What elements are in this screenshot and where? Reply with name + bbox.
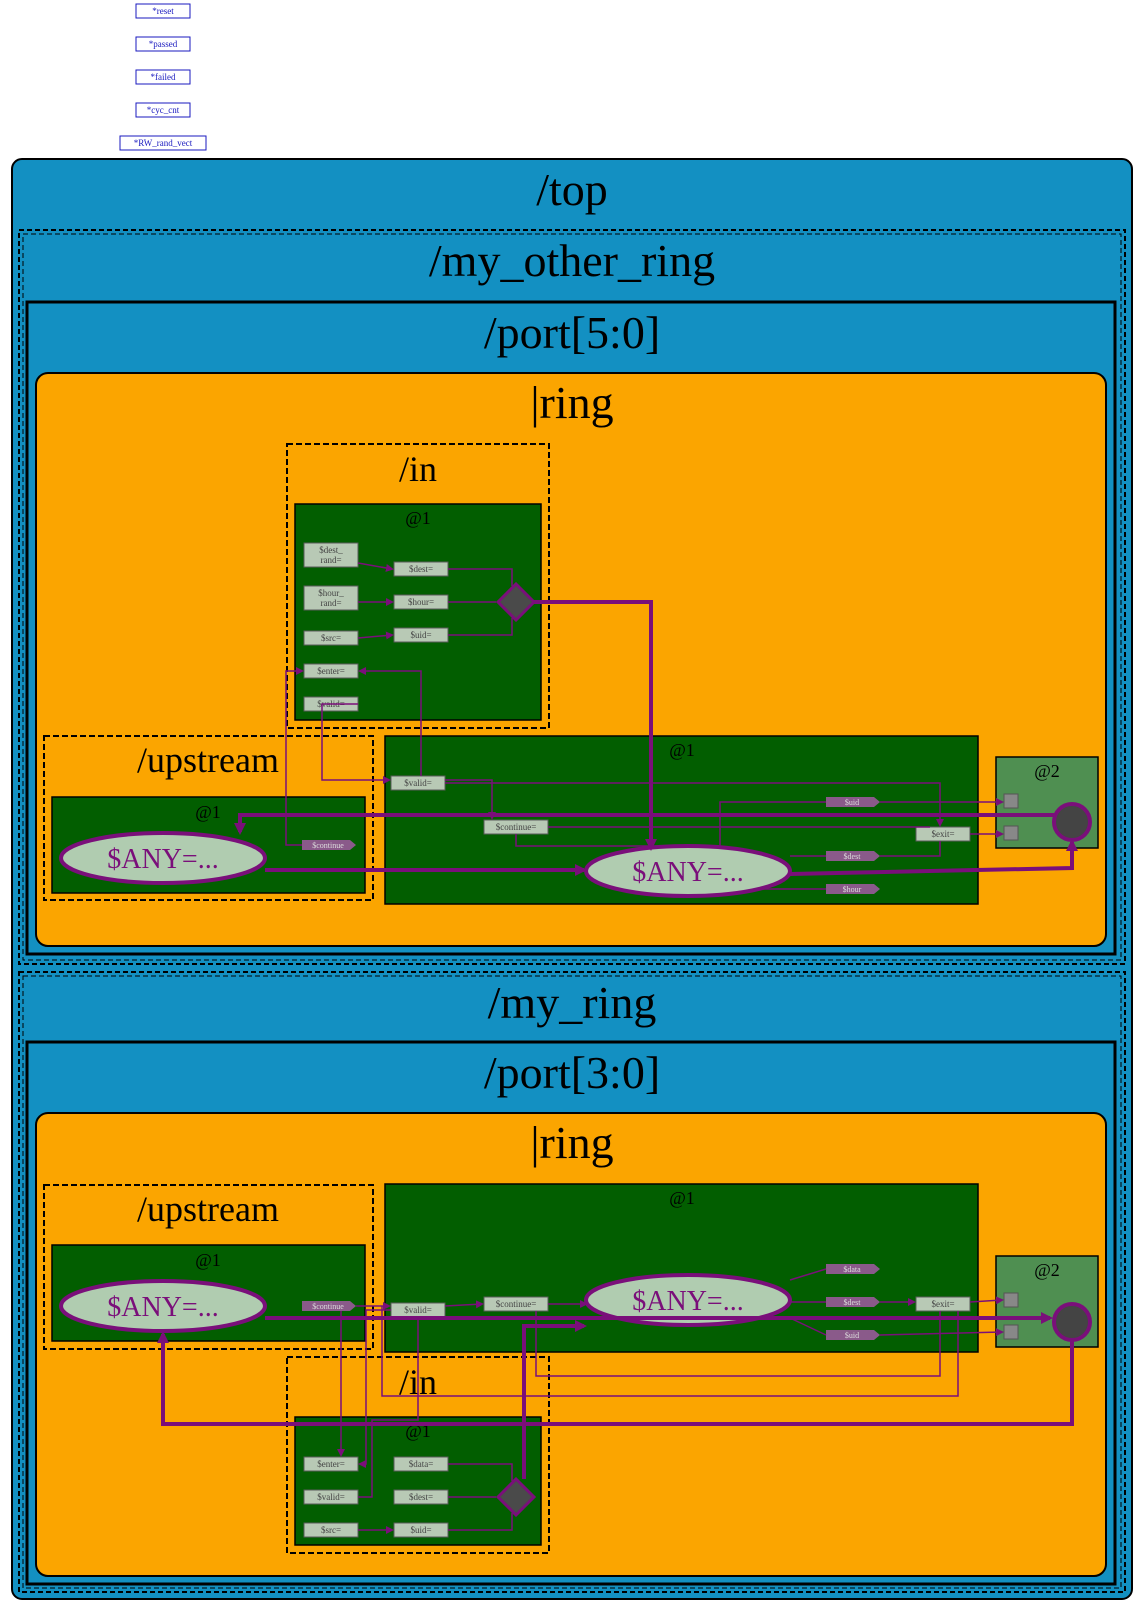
ring-a-upstream-label: /upstream [137, 740, 279, 780]
ring-b-stage-1-label: @1 [669, 1188, 695, 1208]
scope-top-label: /top [536, 164, 608, 215]
ring-b-out-data [826, 1264, 880, 1274]
sig-b-uid-assign: $uid= [410, 1525, 431, 1535]
svg-text:rand=: rand= [320, 598, 341, 608]
svg-text:rand=: rand= [320, 555, 341, 565]
sig-b-data-assign: $data= [409, 1459, 434, 1469]
sig-dest-assign: $dest= [409, 564, 433, 574]
ring-b-upstream-continue-port [302, 1301, 356, 1311]
ring-a-out-dest-label: $dest [844, 852, 862, 861]
global-rw-rand-vect: *RW_rand_vect [134, 138, 193, 148]
sig-src: $src= [321, 633, 341, 643]
ring-b-in-signals: $enter= $valid= $src= $data= $dest= $uid… [303, 1456, 449, 1538]
scope-my-ring-label: /my_ring [488, 977, 657, 1028]
ring-a-stage-2-label: @2 [1034, 761, 1060, 781]
ring-a-any-label: $ANY=... [632, 857, 743, 888]
sig-uid-assign: $uid= [410, 630, 431, 640]
scope-my-other-ring [18, 229, 1126, 965]
global-failed: *failed [151, 72, 176, 82]
ring-a-out-dest [826, 851, 880, 861]
ring-b-out-uid-label: $uid [845, 1331, 859, 1340]
global-signals: *reset *passed *failed *cyc_cnt *RW_rand… [119, 3, 207, 151]
sig-dest-rand: $dest_ [319, 545, 343, 555]
ring-b-upstream-label: /upstream [137, 1189, 279, 1229]
ring-a-stage-1-label: @1 [669, 740, 695, 760]
ring-b-exit: $exit= [931, 1299, 954, 1309]
ring-a-continue: $continue= [496, 822, 537, 832]
ring-b-in-mux-icon [495, 1476, 537, 1518]
ring-b-upstream-continue-label: $continue [312, 1302, 344, 1311]
ring-b-any-label: $ANY=... [632, 1286, 743, 1317]
sig-b-dest-assign: $dest= [409, 1492, 433, 1502]
scope-port-3-0 [25, 1040, 1117, 1586]
ring-a-stage-2-node [1052, 802, 1092, 842]
scope-port-5-0-label: /port[5:0] [484, 307, 660, 358]
ring-a-in-stage-1 [294, 503, 542, 721]
ring-a-exit: $exit= [931, 829, 954, 839]
scope-port-5-0 [25, 300, 1117, 956]
ring-a-out-uid-label: $uid [845, 798, 859, 807]
ring-a-valid: $valid= [404, 778, 432, 788]
ring-b-continue: $continue= [496, 1299, 537, 1309]
ring-a-upstream-scope [43, 735, 374, 901]
ring-a-upstream-any [59, 831, 267, 885]
ring-a-in-stage-1-label: @1 [405, 508, 431, 528]
global-reset: *reset [152, 6, 174, 16]
ring-a-in-scope [286, 443, 550, 729]
scope-port-3-0-label: /port[3:0] [484, 1047, 660, 1098]
ring-a-in-mux-icon [495, 581, 537, 623]
ring-b-upstream-any-label: $ANY=... [107, 1292, 218, 1323]
sig-b-valid: $valid= [317, 1492, 345, 1502]
ring-a-in-wires [357, 562, 513, 640]
ring-b-out-dest-label: $dest [844, 1298, 862, 1307]
ring-b-stage-2-label: @2 [1034, 1260, 1060, 1280]
ring-a-upstream-stage-1-label: @1 [195, 802, 221, 822]
ring-b-upstream-stage-1-label: @1 [195, 1250, 221, 1270]
ring-a-upstream-any-label: $ANY=... [107, 844, 218, 875]
ring-a-in-label: /in [399, 449, 437, 489]
ring-b-out-data-label: $data [843, 1265, 861, 1274]
sig-b-src: $src= [321, 1525, 341, 1535]
ring-a-out-uid [826, 797, 880, 807]
ring-a-out-hour [826, 884, 880, 894]
pipeline-ring-a-label: |ring [530, 377, 613, 428]
sig-hour-rand: $hour_ [318, 588, 344, 598]
scope-my-ring [18, 971, 1126, 1593]
ring-a-upstream-continue-port [302, 840, 356, 850]
sig-hour-assign: $hour= [408, 597, 434, 607]
pipeline-ring-b-label: |ring [530, 1117, 613, 1168]
ring-b-out-uid [826, 1330, 880, 1340]
ring-b-stage-2-node [1052, 1302, 1092, 1342]
ring-a-upstream-continue-label: $continue [312, 841, 344, 850]
global-cyc-cnt: *cyc_cnt [147, 105, 180, 115]
global-passed: *passed [149, 39, 178, 49]
scope-my-other-ring-label: /my_other_ring [429, 235, 715, 286]
ring-b-out-dest [826, 1297, 880, 1307]
ring-a-out-hour-label: $hour [843, 885, 862, 894]
sig-enter: $enter= [317, 666, 345, 676]
ring-a-wires [234, 600, 1078, 890]
ring-b-wires [157, 1268, 1074, 1534]
ring-b-upstream-scope [43, 1184, 374, 1350]
sig-b-enter: $enter= [317, 1459, 345, 1469]
ring-b-valid: $valid= [404, 1305, 432, 1315]
